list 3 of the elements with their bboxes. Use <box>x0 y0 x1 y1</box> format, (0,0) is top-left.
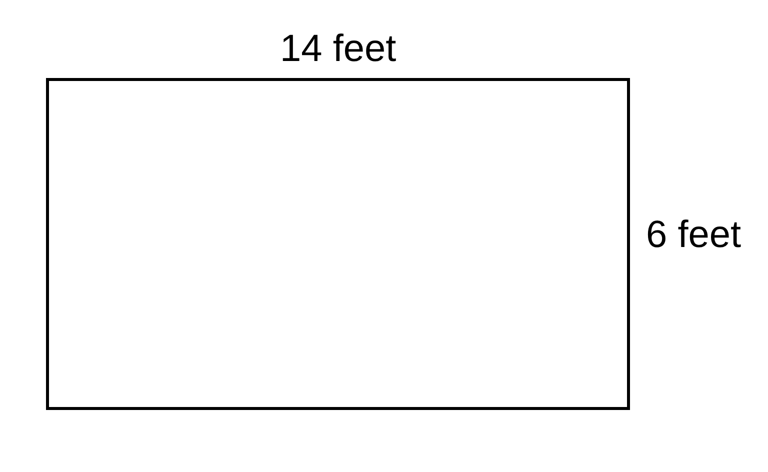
dimension-label: 6 feet <box>646 216 742 254</box>
dimension-label: 14 feet <box>280 30 396 68</box>
rectangle <box>46 78 630 410</box>
